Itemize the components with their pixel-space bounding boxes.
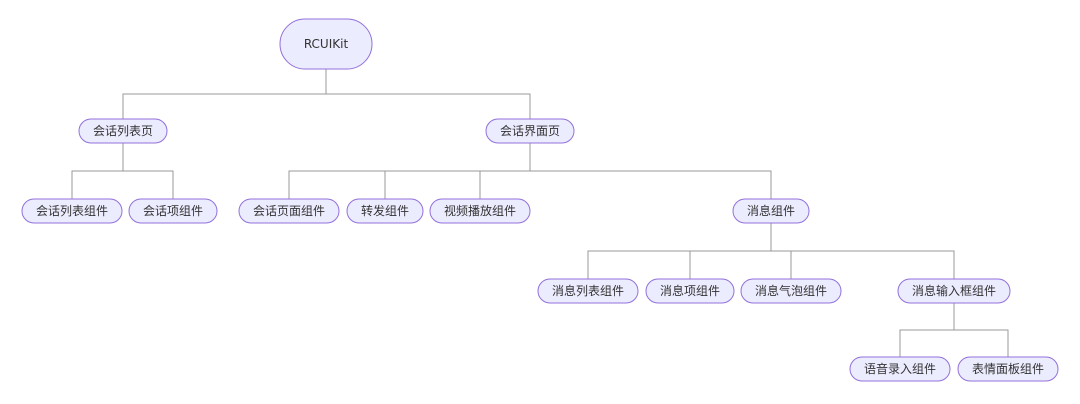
node-box (78, 118, 168, 144)
node-n2442: 表情面板组件 (957, 356, 1059, 382)
node-box (849, 356, 951, 382)
node-label: 视频播放组件 (444, 203, 516, 218)
node-label: 会话列表页 (93, 124, 153, 138)
node-n2441: 语音录入组件 (849, 356, 951, 382)
edges (71, 69, 1009, 357)
node-label: 会话项组件 (143, 204, 203, 218)
node-box (485, 118, 575, 144)
node-box (645, 278, 735, 304)
node-box (957, 356, 1059, 382)
node-n241: 消息列表组件 (537, 278, 639, 304)
node-n11: 会话列表组件 (21, 198, 123, 224)
node-n244: 消息输入框组件 (897, 278, 1011, 304)
node-box (346, 198, 424, 224)
edge-root-n2 (325, 69, 531, 119)
node-label: 会话界面页 (500, 124, 560, 138)
node-label: 消息输入框组件 (912, 283, 996, 298)
node-box (279, 18, 373, 70)
node-label: 会话列表组件 (36, 204, 108, 218)
edge-root-n1 (122, 69, 327, 119)
edge-n244-n2441 (899, 303, 955, 357)
node-box (429, 198, 531, 224)
root-node: RCUIKit (279, 18, 373, 70)
node-n21: 会话页面组件 (238, 198, 340, 224)
node-box (21, 198, 123, 224)
node-label: 会话页面组件 (253, 204, 325, 218)
node-n2: 会话界面页 (485, 118, 575, 144)
node-n242: 消息项组件 (645, 278, 735, 304)
node-label: 语音录入组件 (864, 361, 936, 376)
node-label: 转发组件 (361, 203, 409, 218)
edge-n2-n24 (529, 143, 772, 199)
node-box (238, 198, 340, 224)
node-n22: 转发组件 (346, 198, 424, 224)
node-label: 消息项组件 (660, 283, 720, 298)
node-label: 表情面板组件 (972, 362, 1044, 376)
node-n23: 视频播放组件 (429, 198, 531, 224)
node-label: RCUIKit (304, 37, 349, 51)
node-box (128, 198, 218, 224)
edge-n2-n23 (479, 143, 531, 199)
node-label: 消息列表组件 (552, 283, 624, 298)
node-box (537, 278, 639, 304)
node-label: 消息气泡组件 (755, 283, 827, 298)
edge-n1-n11 (71, 143, 124, 199)
edge-n24-n242 (689, 223, 772, 279)
node-box (732, 198, 810, 224)
node-box (897, 278, 1011, 304)
edge-n244-n2442 (953, 303, 1009, 357)
node-n24: 消息组件 (732, 198, 810, 224)
node-box (740, 278, 842, 304)
node-n243: 消息气泡组件 (740, 278, 842, 304)
edge-n24-n244 (770, 223, 955, 279)
edge-n1-n12 (122, 143, 174, 199)
node-n12: 会话项组件 (128, 198, 218, 224)
node-n1: 会话列表页 (78, 118, 168, 144)
node-label: 消息组件 (747, 203, 795, 218)
